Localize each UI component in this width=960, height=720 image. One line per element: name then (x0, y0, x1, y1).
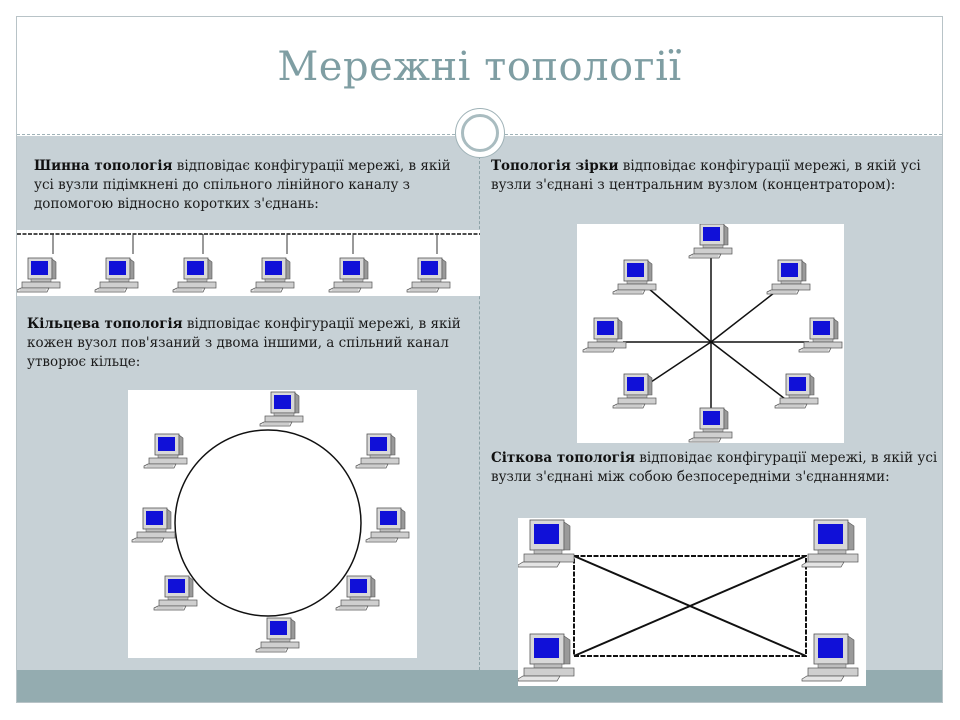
mesh-topology-diagram (518, 518, 866, 686)
star-topology-diagram (577, 224, 844, 443)
ring-ornament-icon (455, 108, 505, 158)
ring-topology-diagram (128, 390, 417, 658)
star-description: Топологія зірки відповідає конфігурації … (491, 157, 939, 195)
ring-term: Кільцева топологія (27, 316, 183, 332)
desktop-computer-icon (143, 433, 188, 469)
title-separator-left (17, 134, 455, 135)
desktop-computer-icon (612, 373, 657, 409)
desktop-computer-icon (328, 257, 373, 293)
desktop-computer-icon (255, 617, 300, 653)
desktop-computer-icon (153, 575, 198, 611)
slide-frame (16, 16, 943, 703)
desktop-computer-icon (131, 507, 176, 543)
mesh-term: Сіткова топологія (491, 450, 635, 466)
desktop-computer-icon (518, 519, 575, 568)
bus-term: Шинна топологія (34, 158, 173, 174)
desktop-computer-icon (94, 257, 139, 293)
title-separator-right (505, 134, 942, 135)
mesh-links (573, 555, 807, 657)
desktop-computer-icon (774, 373, 819, 409)
desktop-computer-icon (801, 519, 859, 568)
slide-title: Мережні топології (277, 44, 682, 90)
desktop-computer-icon (582, 317, 627, 353)
mesh-text: відповідає конфігурації мережі, в якій у… (491, 450, 938, 485)
desktop-computer-icon (365, 507, 410, 543)
desktop-computer-icon (406, 257, 451, 293)
desktop-computer-icon (688, 407, 733, 443)
desktop-computer-icon (355, 433, 400, 469)
desktop-computer-icon (798, 317, 843, 353)
desktop-computer-icon (612, 259, 657, 295)
ring-text: відповідає конфігурації мережі, в якій к… (27, 316, 461, 370)
ring-description: Кільцева топологія відповідає конфігурац… (27, 315, 475, 372)
desktop-computer-icon (17, 257, 61, 293)
star-term: Топологія зірки (491, 158, 619, 174)
desktop-computer-icon (172, 257, 217, 293)
bus-topology-diagram (17, 230, 480, 296)
desktop-computer-icon (801, 633, 859, 682)
ring-channel (174, 429, 362, 617)
mesh-description: Сіткова топологія відповідає конфігураці… (491, 449, 939, 487)
desktop-computer-icon (259, 391, 304, 427)
bus-text: відповідає конфігурації мережі, в якій у… (34, 158, 451, 212)
column-divider (479, 136, 480, 670)
desktop-computer-icon (518, 633, 575, 682)
bus-description: Шинна топологія відповідає конфігурації … (34, 157, 472, 214)
star-text: відповідає конфігурації мережі, в якій у… (491, 158, 921, 193)
desktop-computer-icon (688, 224, 733, 259)
desktop-computer-icon (766, 259, 811, 295)
desktop-computer-icon (335, 575, 380, 611)
desktop-computer-icon (250, 257, 295, 293)
